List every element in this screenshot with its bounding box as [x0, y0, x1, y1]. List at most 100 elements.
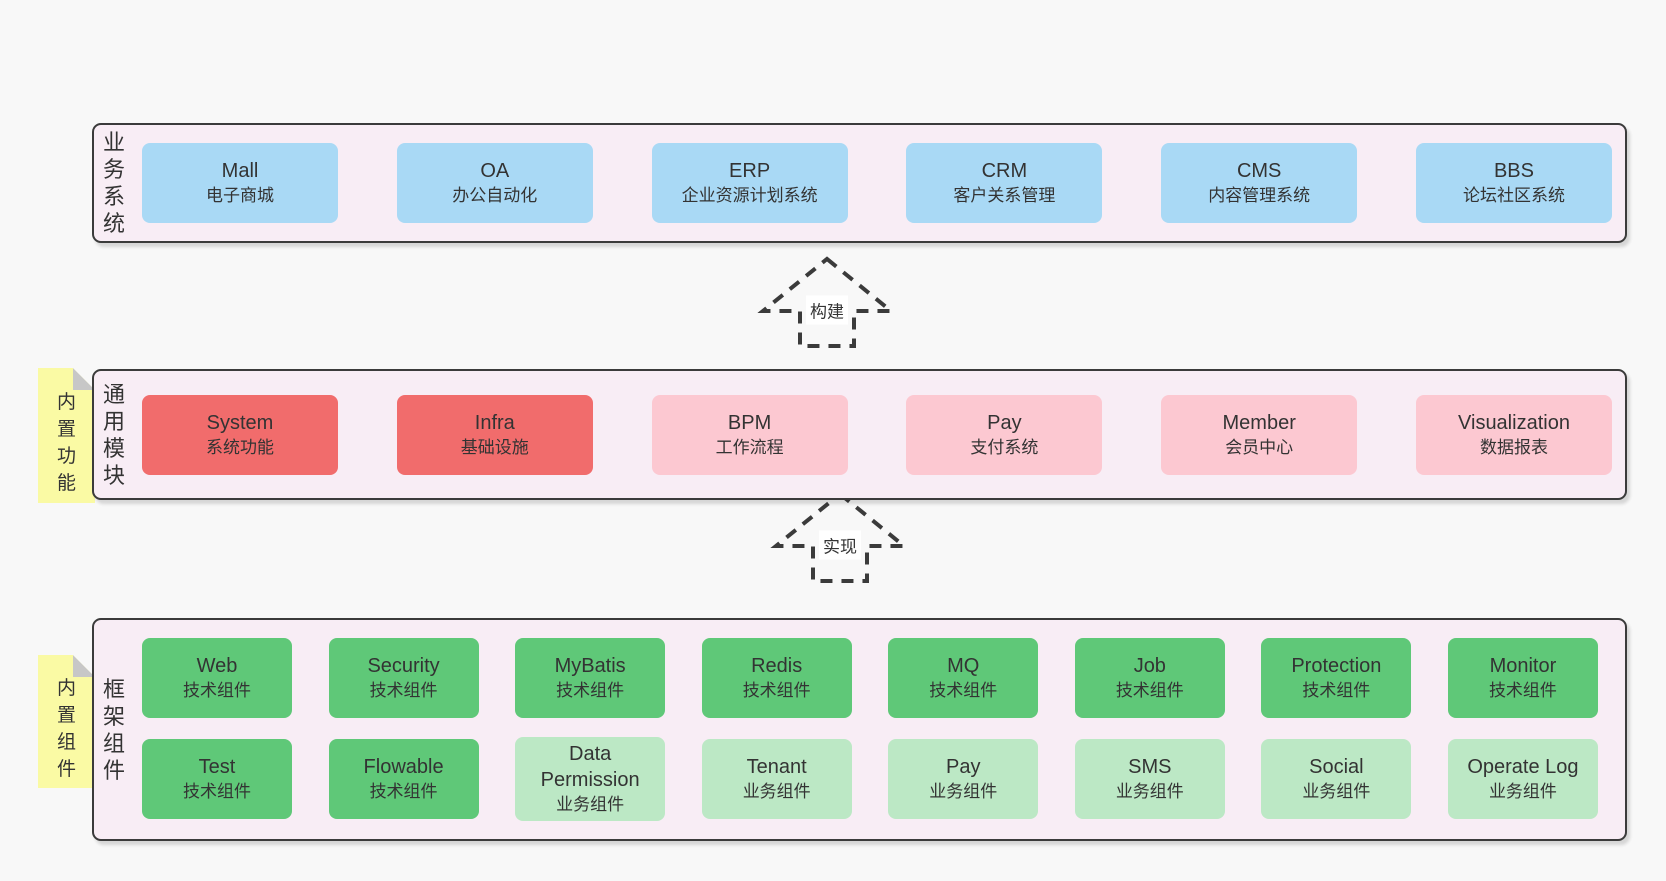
- component-box-mall: Mall 电子商城: [142, 143, 338, 223]
- component-desc: 业务组件: [1302, 781, 1371, 801]
- component-box-sms: SMS 业务组件: [1074, 738, 1225, 819]
- section-label-framework-components: 框架组件: [94, 620, 134, 839]
- component-box-flowable: Flowable 技术组件: [328, 738, 479, 819]
- component-name: Pay: [987, 411, 1022, 434]
- component-desc: 业务组件: [929, 781, 998, 801]
- sticky-note-char: 内: [56, 677, 76, 699]
- arrow-implement-label: 实现: [819, 530, 861, 560]
- sticky-note-label: 内置功能: [57, 375, 76, 497]
- component-desc: 支付系统: [970, 437, 1039, 457]
- component-name: Test: [198, 755, 236, 778]
- component-name: Flowable: [363, 755, 444, 778]
- component-name: Redis: [751, 655, 803, 678]
- component-desc: 企业资源计划系统: [681, 186, 818, 205]
- sticky-note-builtin-features: 内置功能: [38, 368, 95, 503]
- component-box-security: Security 技术组件: [328, 638, 479, 719]
- component-name: Mall: [221, 160, 259, 182]
- component-box-system: System 系统功能: [142, 394, 338, 475]
- sticky-note-char: 内: [56, 391, 76, 413]
- section-label-common-modules: 通用模块: [94, 371, 134, 498]
- component-name: Data Permission: [540, 742, 640, 791]
- component-name: Tenant: [746, 755, 807, 778]
- component-name: OA: [480, 160, 510, 182]
- component-name: Security: [367, 655, 440, 678]
- component-desc: 客户关系管理: [953, 186, 1056, 205]
- component-box-operate-log: Operate Log 业务组件: [1447, 738, 1598, 819]
- component-desc: 技术组件: [369, 681, 438, 701]
- component-box-data-permission: Data Permission 业务组件: [515, 736, 666, 821]
- component-name: ERP: [729, 160, 771, 182]
- component-desc: 业务组件: [556, 794, 625, 814]
- section-label-char: 模: [102, 435, 125, 461]
- component-name: BPM: [727, 411, 772, 434]
- section-business-systems: 业务系统 Mall 电子商城 OA 办公自动化 ERP 企业资源计划系统 CRM 客户关系管理…: [92, 123, 1627, 243]
- component-desc: 技术组件: [1115, 681, 1184, 701]
- dashed-up-arrow-icon: [770, 491, 910, 583]
- sticky-note-char: 置: [56, 418, 76, 440]
- component-name: Visualization: [1458, 411, 1570, 434]
- component-desc: 技术组件: [369, 781, 438, 801]
- component-name: Infra: [474, 411, 515, 434]
- component-desc: 业务组件: [1115, 781, 1184, 801]
- component-name: Monitor: [1489, 655, 1557, 678]
- component-name: Operate Log: [1467, 755, 1579, 778]
- section-label-char: 架: [102, 703, 125, 729]
- component-desc: 论坛社区系统: [1462, 186, 1565, 205]
- section-label-char: 业: [102, 130, 125, 155]
- component-desc: 办公自动化: [452, 186, 538, 205]
- component-name: Web: [196, 655, 238, 678]
- component-desc: 电子商城: [206, 186, 274, 205]
- component-box-oa: OA 办公自动化: [396, 143, 593, 223]
- component-name: Social: [1309, 755, 1364, 778]
- arrow-implement: 实现: [770, 490, 910, 585]
- section-label-business-systems: 业务系统: [94, 125, 134, 241]
- section-label-char: 统: [102, 211, 125, 236]
- section-label-char: 系: [102, 184, 125, 209]
- section-label-char: 件: [102, 757, 125, 783]
- component-desc: 技术组件: [183, 781, 251, 801]
- component-desc: 业务组件: [1488, 781, 1557, 801]
- component-name: MQ: [947, 655, 980, 678]
- component-desc: 工作流程: [715, 437, 784, 457]
- component-name: CRM: [981, 160, 1028, 182]
- component-desc: 数据报表: [1479, 437, 1548, 457]
- component-desc: 技术组件: [1488, 681, 1557, 701]
- sticky-note-char: 置: [56, 704, 76, 726]
- sticky-note-char: 能: [56, 472, 76, 494]
- component-box-tenant: Tenant 业务组件: [701, 738, 852, 819]
- component-desc: 系统功能: [206, 437, 274, 457]
- section-label-char: 通: [102, 381, 125, 407]
- component-desc: 业务组件: [742, 781, 811, 801]
- component-desc: 会员中心: [1225, 437, 1294, 457]
- section-label-char: 务: [102, 157, 125, 182]
- component-box-web: Web 技术组件: [142, 638, 292, 719]
- component-box-monitor: Monitor 技术组件: [1447, 638, 1598, 719]
- section-label-char: 用: [102, 408, 125, 434]
- component-name: System: [206, 411, 274, 434]
- sticky-note-char: 件: [56, 758, 76, 780]
- arrow-build: 构建: [757, 255, 897, 350]
- component-box-protection: Protection 技术组件: [1261, 638, 1412, 719]
- component-name: Protection: [1291, 655, 1382, 678]
- component-box-bpm: BPM 工作流程: [651, 394, 848, 475]
- component-desc: 技术组件: [183, 681, 251, 701]
- component-box-crm: CRM 客户关系管理: [906, 143, 1103, 223]
- component-name: SMS: [1128, 755, 1172, 778]
- component-desc: 技术组件: [1302, 681, 1371, 701]
- dashed-up-arrow-icon: [757, 256, 897, 348]
- component-desc: 内容管理系统: [1208, 186, 1311, 205]
